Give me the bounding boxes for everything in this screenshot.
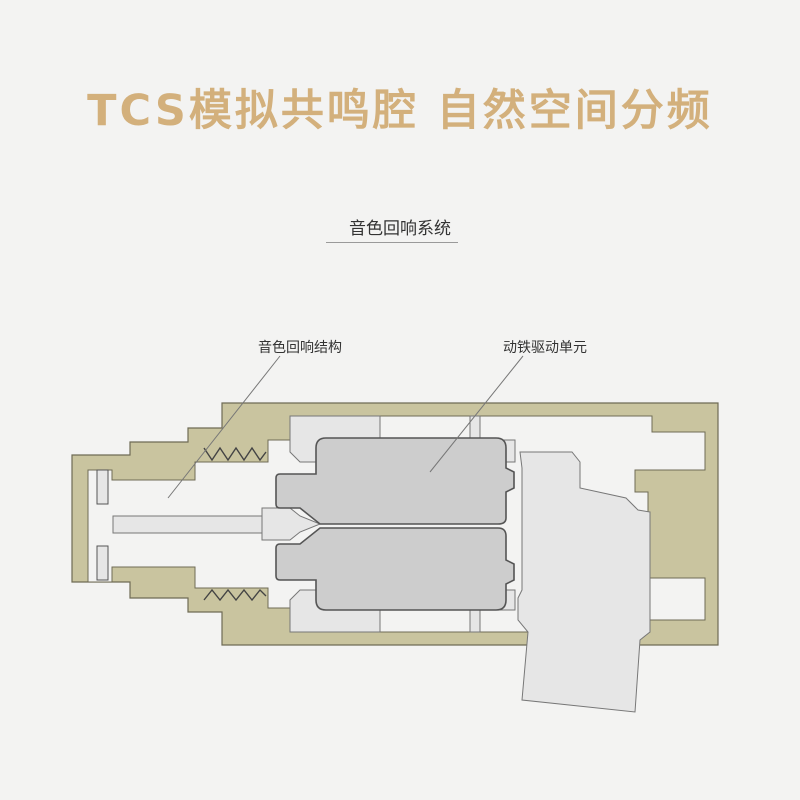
- callout-resonance-structure: 音色回响结构: [258, 340, 342, 356]
- nozzle-cap-top: [96, 469, 109, 505]
- nozzle-joint: [261, 507, 322, 541]
- driver-upper: [275, 437, 515, 525]
- headline: TCS模拟共鸣腔 自然空间分频: [87, 86, 713, 136]
- leader-line-left: [167, 355, 281, 499]
- callout-balanced-armature-driver: 动铁驱动单元: [503, 340, 587, 356]
- section-title: 音色回响系统: [349, 219, 451, 239]
- nozzle-cap-bottom: [96, 545, 109, 581]
- sound-tube: [112, 515, 264, 534]
- leader-line-right: [429, 355, 524, 473]
- section-title-underline: [326, 242, 458, 243]
- cable-exit-block: [517, 451, 651, 713]
- thread-lower: [203, 588, 267, 602]
- driver-lower: [275, 527, 515, 611]
- thread-upper: [203, 446, 267, 462]
